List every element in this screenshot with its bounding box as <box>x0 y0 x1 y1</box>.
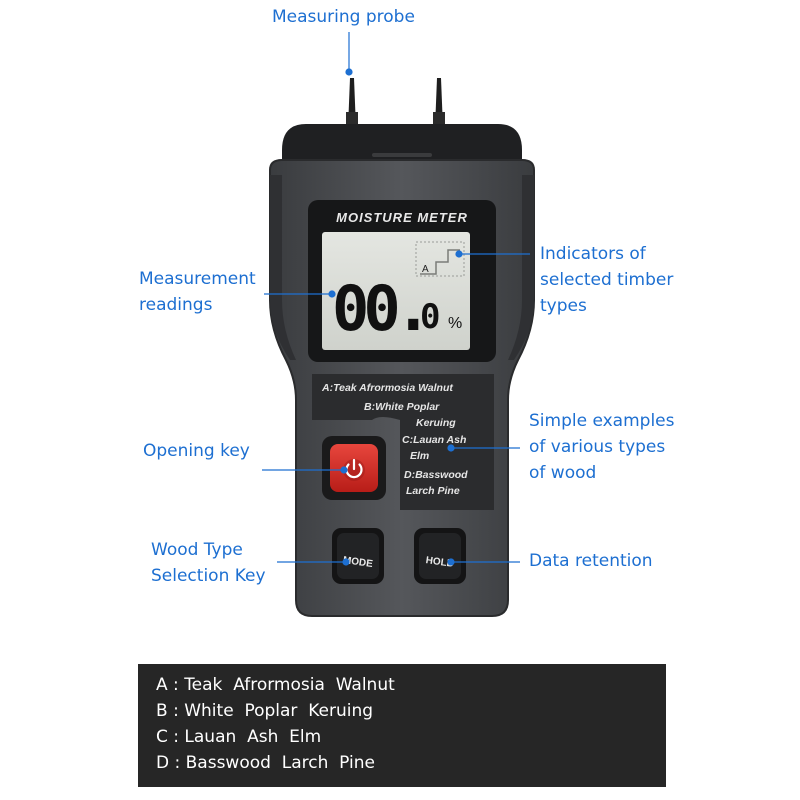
wood-legend-panel: A : Teak Afrormosia Walnut B : White Pop… <box>138 664 666 787</box>
wood-b: B:White Poplar <box>364 401 440 413</box>
wood-b2: Keruing <box>416 417 456 429</box>
callout-opening-key: Opening key <box>143 441 250 461</box>
callout-measuring-probe: Measuring probe <box>272 7 415 27</box>
wood-c2: Elm <box>410 450 429 462</box>
measuring-probe <box>346 78 445 130</box>
meter-title: MOISTURE METER <box>336 210 468 225</box>
callout-wood-type-key: Wood Type Selection Key <box>151 540 266 586</box>
power-button[interactable] <box>322 436 386 500</box>
measurement-reading: 00. <box>332 272 426 345</box>
wood-c: C:Lauan Ash <box>402 434 466 446</box>
probe-cap <box>282 124 522 170</box>
callout-data-retention: Data retention <box>529 551 653 571</box>
legend-row-b: B : White Poplar Keruing <box>156 701 374 721</box>
callout-measurement-readings: Measurement readings <box>139 269 256 315</box>
callout-indicators: Indicators of selected timber types <box>540 244 674 316</box>
callout-lines <box>262 32 530 566</box>
svg-text:HOLD: HOLD <box>425 555 455 570</box>
legend-row-a: A : Teak Afrormosia Walnut <box>156 675 395 695</box>
svg-text:A: A <box>422 264 429 275</box>
svg-text:MODE: MODE <box>342 555 374 570</box>
legend-row-c: C : Lauan Ash Elm <box>156 727 322 747</box>
wood-d2: Larch Pine <box>406 485 460 497</box>
callout-wood-examples: Simple examples of various types of wood <box>529 411 675 483</box>
legend-row-d: D : Basswood Larch Pine <box>156 753 376 773</box>
wood-list-panel <box>312 374 494 510</box>
hold-button[interactable]: HOLD <box>414 528 466 584</box>
measurement-decimal: 0 <box>420 297 440 337</box>
timber-indicator: A <box>415 241 465 277</box>
unit-label: % <box>448 315 462 332</box>
wood-a: A:Teak Afrormosia Walnut <box>321 382 453 394</box>
lcd-display <box>322 232 470 350</box>
mode-button[interactable]: MODE <box>332 528 384 584</box>
wood-d: D:Basswood <box>404 469 468 481</box>
